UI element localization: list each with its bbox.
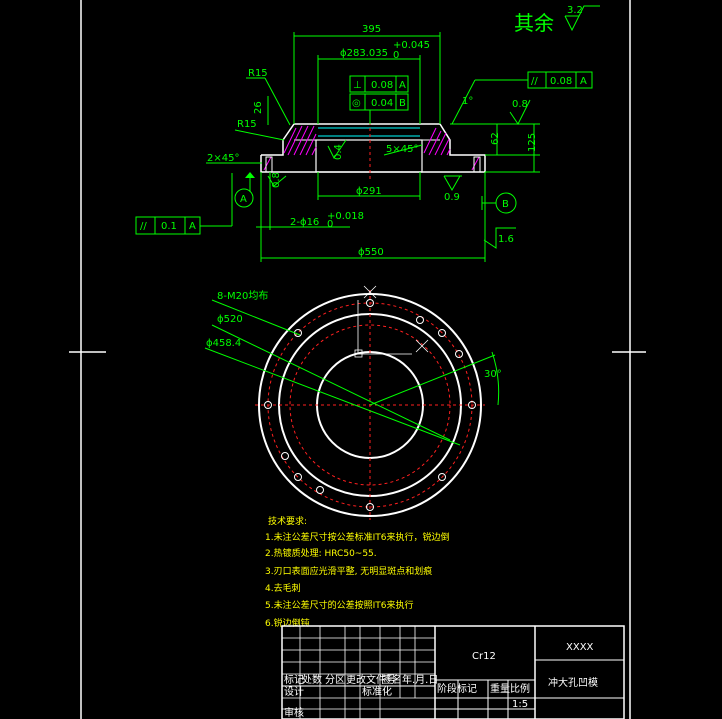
pin-holes: [281, 316, 463, 494]
surface-finish-value: 3.2: [567, 5, 583, 16]
gdt-parallel-left-symbol: //: [140, 221, 147, 232]
stage-label-1: 阶段标记: [437, 682, 477, 695]
note-1: 1.未注公差尺寸按公差标准IT6来执行，锐边倒: [265, 531, 449, 543]
title-name: 冲大孔凹模: [548, 676, 598, 689]
note-4: 4.去毛刺: [265, 582, 301, 594]
stage-label-3: 比例: [510, 682, 530, 695]
dim-chamfer-2x45: 2×45°: [207, 153, 239, 164]
surface-finish-label: 其余: [514, 11, 554, 35]
gdt-concentric-top: ◎ 0.04 B: [349, 93, 409, 111]
dim-phi550: ϕ550: [358, 247, 384, 258]
m20-holes: [264, 299, 476, 511]
gdt-flatness-value: 0.08: [371, 80, 393, 91]
tb-row1-0: 标记: [284, 674, 304, 686]
drawing-frame: [69, 0, 646, 719]
dim-r15-left: R15: [237, 119, 257, 130]
dim-bore: ϕ283.035: [340, 48, 388, 59]
gdt-flatness-symbol: ⊥: [353, 80, 362, 91]
datum-a-circle: A: [240, 194, 247, 205]
dim-bore-tol-lower: 0: [393, 50, 399, 61]
title-block: Cr12 XXXX 冲大孔凹模 1:5 阶段标记 重量 比例 标记 处数 分区 …: [281, 625, 625, 719]
tb-row2-2: 标准化: [362, 685, 392, 698]
dim-angle-30: 30°: [484, 369, 502, 380]
tb-row3-0: 审核: [284, 706, 304, 719]
dim-0-8-right: 0.8: [512, 99, 528, 110]
note-6: 6.锐边倒钝: [265, 617, 310, 629]
gdt-concentric-datum: B: [399, 98, 406, 109]
dim-holes-tol: +0.018: [327, 211, 364, 222]
tb-row1-4: 签名: [382, 673, 402, 686]
title-material: Cr12: [472, 651, 496, 662]
section-dimensions: 395 ϕ283.035 +0.045 0 ⊥ 0.08 A ◎ 0.04 B …: [135, 24, 593, 262]
dim-angle-right: 1°: [462, 96, 473, 107]
dim-phi520: ϕ520: [217, 314, 243, 325]
dim-0-8-left: 0.8: [271, 172, 282, 188]
gdt-flatness-datum: A: [399, 80, 406, 91]
gdt-parallel-left: // 0.1 A: [135, 173, 233, 235]
notes-title: 技术要求:: [268, 515, 307, 527]
dim-h62: 62: [490, 132, 501, 145]
tb-row1-2: 分区: [325, 674, 345, 686]
dim-holes-tol-lower: 0: [327, 219, 333, 230]
dim-bore-tol-upper: +0.045: [393, 40, 430, 51]
tb-row1-5: 年.月.日: [402, 673, 438, 686]
dim-1-6: 1.6: [498, 234, 514, 245]
section-view: [260, 110, 486, 180]
note-2: 2.热镀质处理: HRC50~55.: [265, 547, 377, 559]
gdt-parallel-right: // 0.08 A: [451, 71, 593, 125]
gdt-parallel-right-datum: A: [580, 76, 587, 87]
dim-holes: 2-ϕ16: [290, 217, 319, 228]
dim-h125: 125: [527, 133, 538, 152]
datum-b-circle: B: [502, 199, 509, 210]
gdt-concentric-value: 0.04: [371, 98, 393, 109]
dim-phi291: ϕ291: [356, 186, 382, 197]
note-5: 5.未注公差尺寸的公差按照IT6来执行: [265, 599, 413, 611]
tb-row2-0: 设计: [284, 685, 304, 698]
dim-0-9: 0.9: [444, 192, 460, 203]
title-code: XXXX: [566, 642, 594, 653]
title-scale: 1:5: [512, 699, 528, 710]
dim-395: 395: [362, 24, 381, 35]
note-3: 3.刃口表面应光滑平整, 无明显斑点和划痕: [265, 565, 432, 577]
gdt-parallel-right-value: 0.08: [550, 76, 572, 87]
gdt-flatness-top: ⊥ 0.08 A: [349, 75, 409, 93]
stage-label-2: 重量: [490, 682, 510, 695]
gdt-parallel-left-value: 0.1: [161, 221, 177, 232]
dim-m20-holes: 8-M20均布: [217, 290, 268, 302]
dim-h26: 26: [253, 101, 264, 114]
dim-phi458-4: ϕ458.4: [206, 338, 241, 349]
tb-row1-1: 处数: [302, 673, 322, 686]
surface-finish-note: 其余 3.2: [514, 5, 600, 35]
dim-r15-top: R15: [248, 68, 268, 79]
gdt-parallel-right-symbol: //: [531, 76, 538, 87]
plan-view: 8-M20均布 ϕ520 ϕ458.4 30°: [204, 285, 502, 520]
gdt-concentric-symbol: ◎: [352, 98, 361, 109]
tb-row1-3: 更改文件号: [346, 673, 396, 686]
gdt-parallel-left-datum: A: [189, 221, 196, 232]
dim-chamfer-5x45: 5×45°: [386, 144, 418, 155]
